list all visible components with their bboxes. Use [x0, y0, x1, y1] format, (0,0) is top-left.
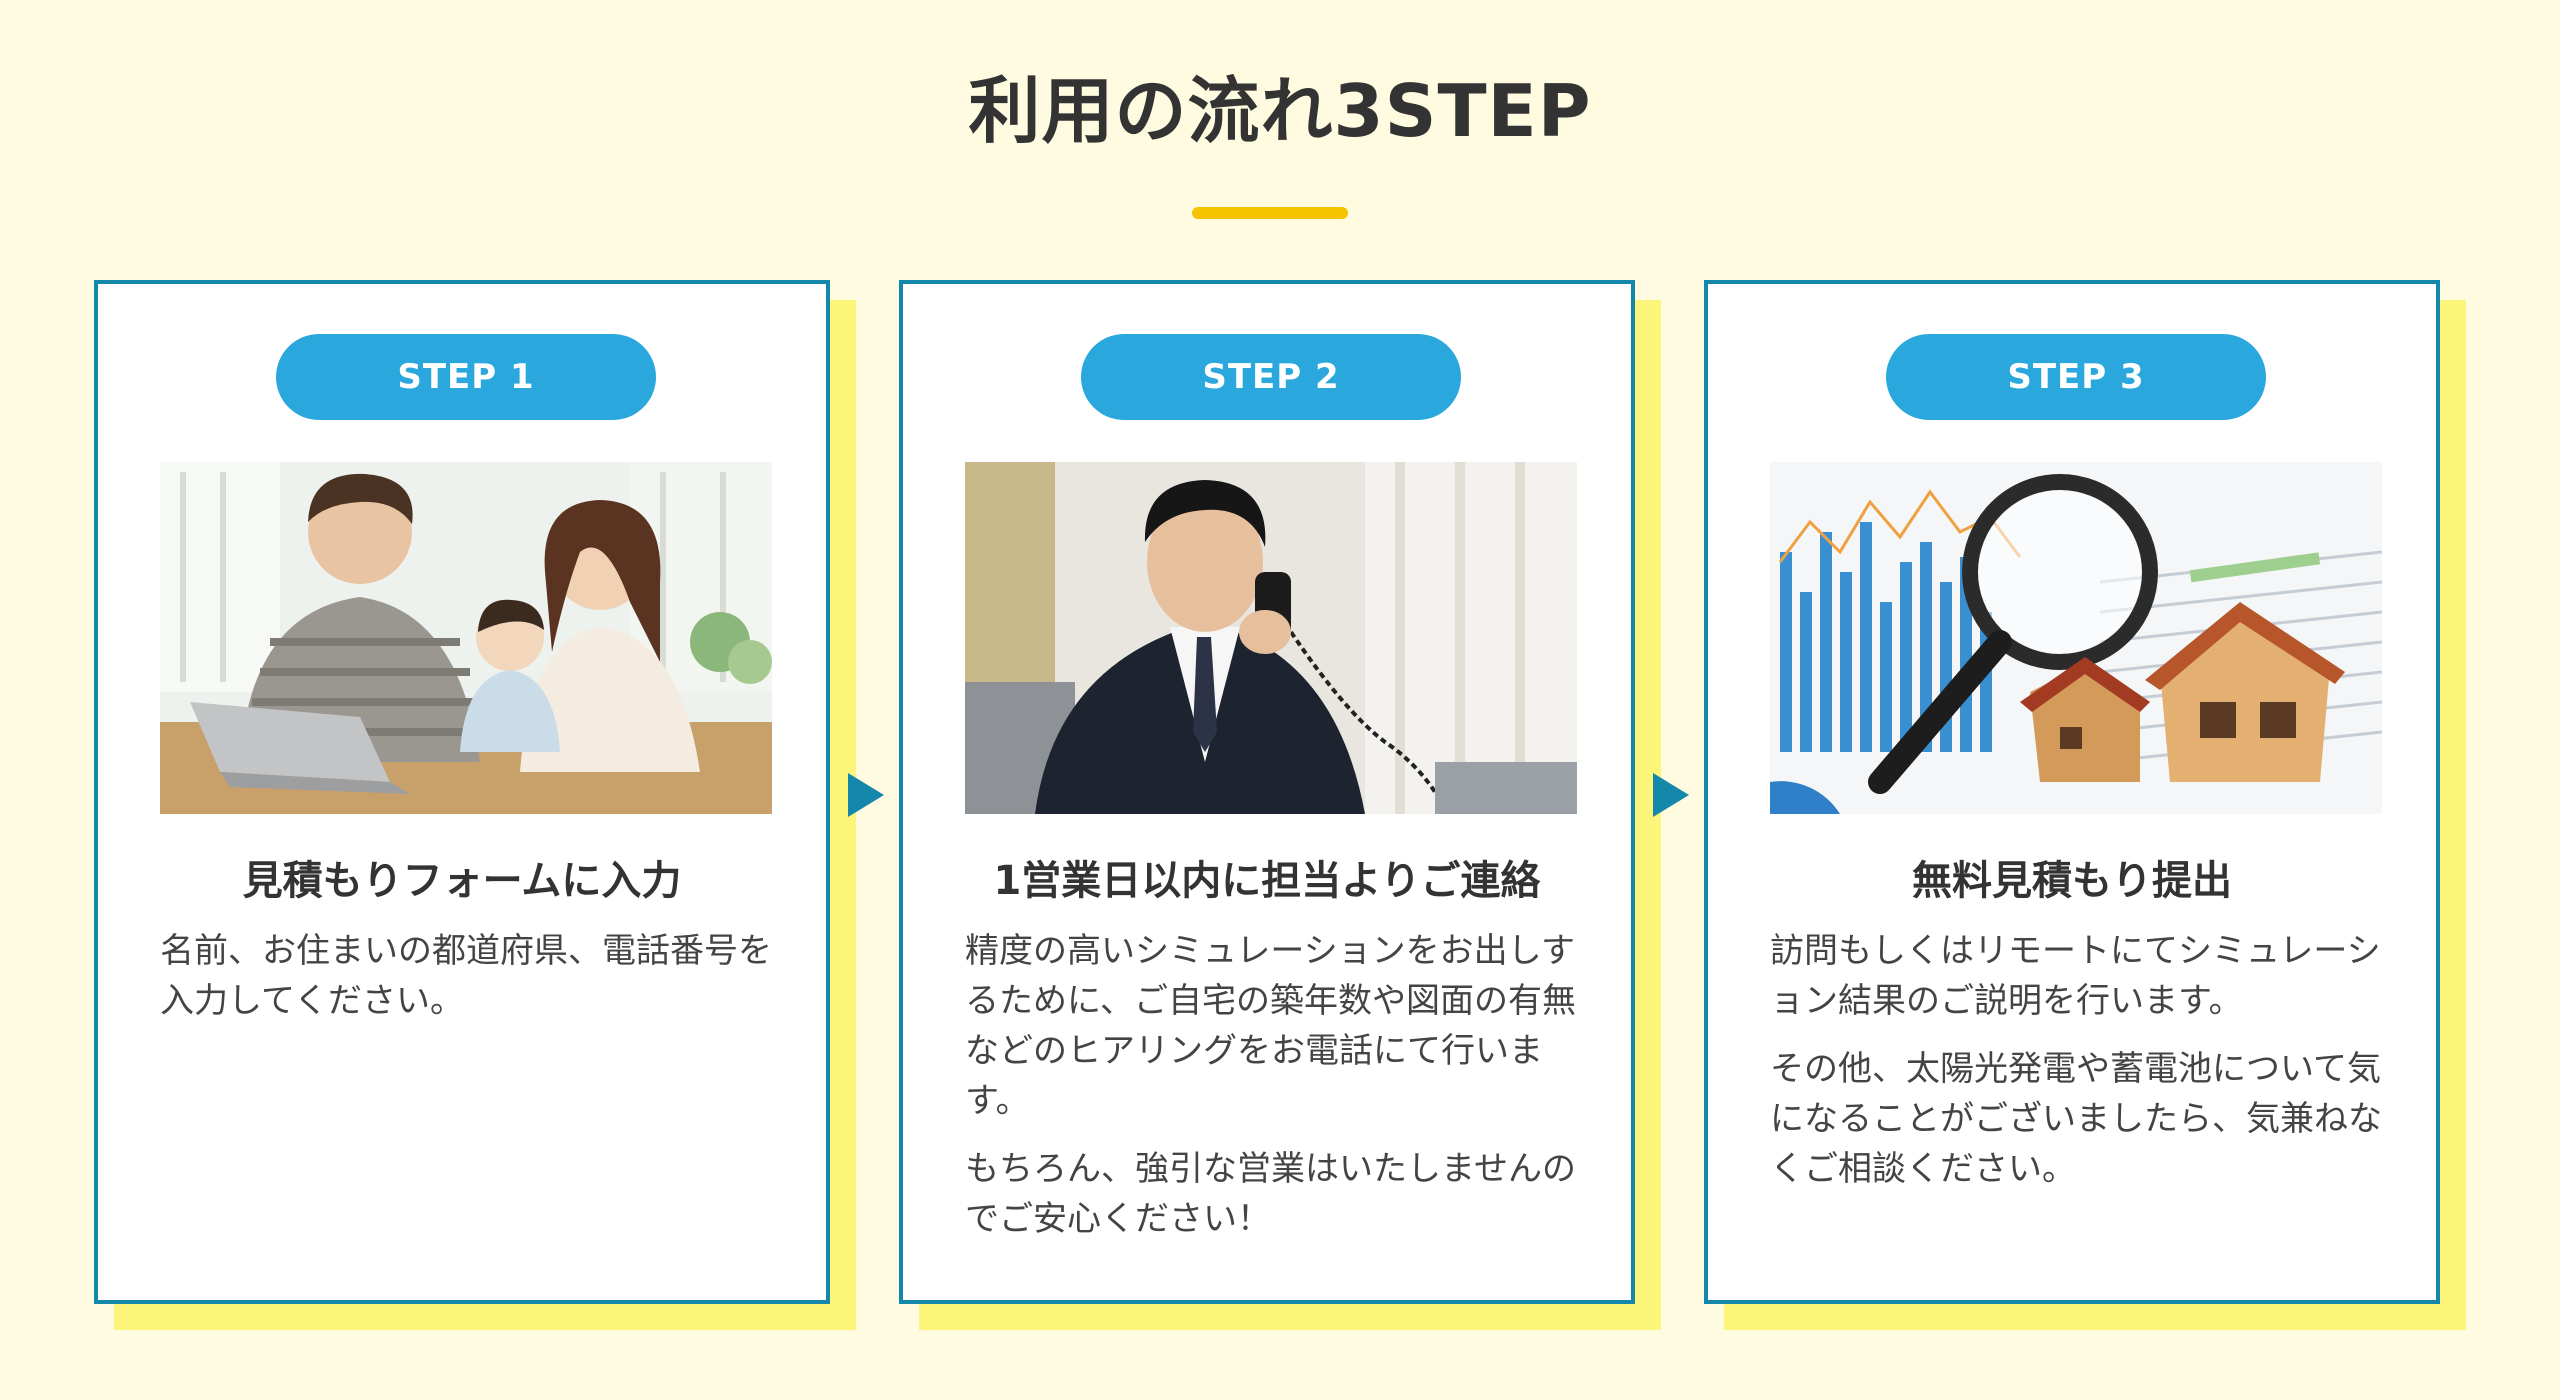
step-title: 無料見積もり提出 [1912, 858, 2232, 904]
step-card-1: STEP 1 [94, 280, 830, 1304]
step-description: 名前、お住まいの都道府県、電話番号を入力してください。 [160, 926, 772, 1044]
magnifier-house-chart-photo [1770, 462, 2382, 814]
title-underline [1192, 207, 1348, 219]
section-title: 利用の流れ3STEP [968, 69, 1592, 153]
businessman-phone-photo [965, 462, 1577, 814]
family-laptop-photo [160, 462, 772, 814]
step-description: 訪問もしくはリモートにてシミュレーション結果のご説明を行います。 その他、太陽光… [1770, 926, 2382, 1212]
arrow-right-icon [1653, 773, 1689, 817]
step-paragraph: その他、太陽光発電や蓄電池について気になることがございましたら、気兼ねなくご相談… [1770, 1049, 2382, 1189]
step-badge: STEP 3 [1886, 334, 2266, 420]
step-paragraph: もちろん、強引な営業はいたしませんのでご安心ください！ [965, 1149, 1576, 1239]
step-paragraph: 名前、お住まいの都道府県、電話番号を入力してください。 [160, 931, 772, 1021]
step-title: 見積もりフォームに入力 [242, 858, 682, 904]
step-paragraph: 訪問もしくはリモートにてシミュレーション結果のご説明を行います。 [1770, 931, 2381, 1021]
step-badge: STEP 2 [1081, 334, 1461, 420]
step-card-2: STEP 2 1営業日以内に担当よりご連絡 精度の高いシ [899, 280, 1635, 1304]
step-badge: STEP 1 [276, 334, 656, 420]
step-card-3: STEP 3 [1704, 280, 2440, 1304]
step-description: 精度の高いシミュレーションをお出しするために、ご自宅の築年数や図面の有無などのヒ… [965, 926, 1577, 1262]
step-title: 1営業日以内に担当よりご連絡 [993, 858, 1541, 904]
arrow-right-icon [848, 773, 884, 817]
step-paragraph: 精度の高いシミュレーションをお出しするために、ご自宅の築年数や図面の有無などのヒ… [965, 931, 1576, 1121]
